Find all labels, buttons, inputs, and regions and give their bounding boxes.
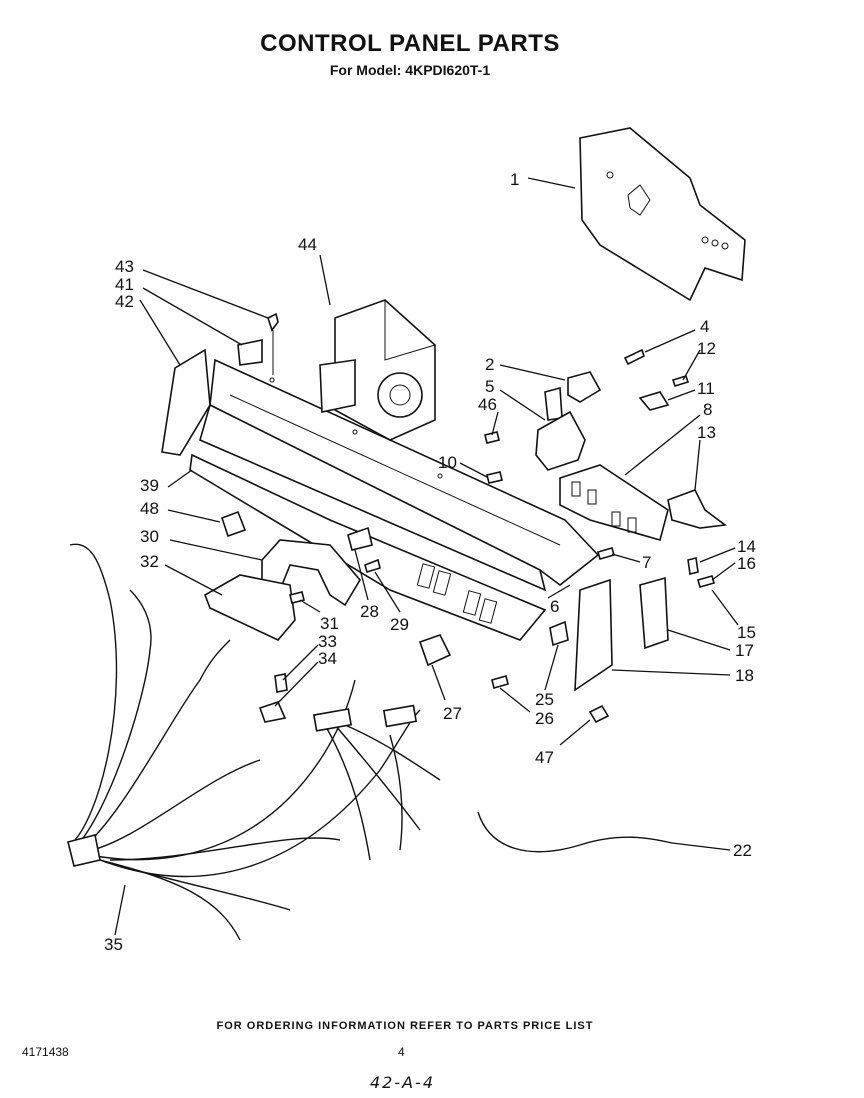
part-35-wiring-harness	[67, 543, 441, 941]
part-4-pin	[623, 348, 645, 366]
callout-14: 14	[737, 537, 756, 556]
callout-39: 39	[140, 476, 159, 495]
callout-29: 29	[390, 615, 409, 634]
callout-35: 35	[104, 935, 123, 954]
part-16-screw	[697, 575, 715, 588]
callout-28: 28	[360, 602, 379, 621]
part-41-bracket	[237, 339, 263, 366]
part-18-right-end-cap	[574, 578, 613, 692]
callout-12: 12	[697, 339, 716, 358]
callout-16: 16	[737, 554, 756, 573]
callout-47: 47	[535, 748, 554, 767]
page-number: 4	[398, 1045, 405, 1059]
callout-25: 25	[535, 690, 554, 709]
part-13-switch	[667, 489, 728, 529]
console-panel	[189, 358, 600, 641]
callout-42: 42	[115, 292, 134, 311]
part-10-screw	[486, 471, 503, 484]
callout-48: 48	[140, 499, 159, 518]
part-17-bracket	[639, 576, 669, 650]
part-48-knob	[220, 510, 247, 538]
document-number: 4171438	[22, 1045, 69, 1059]
part-29-screw	[364, 558, 381, 574]
part-32-lens	[204, 574, 296, 641]
callout-26: 26	[535, 709, 554, 728]
part-22-jumper-wire	[477, 811, 673, 853]
part-2-switch	[567, 371, 602, 403]
ordering-notice: FOR ORDERING INFORMATION REFER TO PARTS …	[216, 1020, 594, 1032]
callout-11: 11	[697, 379, 715, 398]
part-33-screw	[274, 673, 288, 693]
part-5-knob-body	[535, 410, 586, 471]
handwritten-note: 42-A-4	[370, 1073, 436, 1092]
part-27-button	[418, 634, 452, 667]
part-14-screw	[687, 557, 699, 575]
part-7-screw	[597, 547, 615, 560]
callout-17: 17	[735, 641, 754, 660]
callout-34: 34	[318, 649, 337, 668]
callout-33: 33	[318, 632, 337, 651]
part-25-clip	[549, 620, 569, 647]
callout-8: 8	[703, 400, 712, 419]
callout-46: 46	[478, 395, 497, 414]
leader-lines	[114, 177, 739, 936]
callout-13: 13	[697, 423, 716, 442]
callout-6: 6	[550, 597, 559, 616]
callout-31: 31	[320, 614, 339, 633]
callout-44: 44	[298, 235, 317, 254]
callout-32: 32	[140, 552, 159, 571]
callout-18: 18	[735, 666, 754, 685]
part-12-screw	[671, 375, 690, 387]
part-5-knob	[544, 386, 563, 421]
callout-1: 1	[510, 170, 519, 189]
callout-30: 30	[140, 527, 159, 546]
part-34-clip	[258, 701, 287, 723]
part-8-switch-block	[559, 464, 669, 541]
callout-43: 43	[115, 257, 134, 276]
page-title: CONTROL PANEL PARTS	[260, 30, 560, 57]
callout-27: 27	[443, 704, 462, 723]
part-11-clip	[638, 391, 670, 411]
callout-10: 10	[438, 453, 457, 472]
callout-41: 41	[115, 275, 134, 294]
part-26-screw	[491, 675, 509, 689]
part-1-shield-plate	[579, 127, 746, 302]
model-subtitle: For Model: 4KPDI620T-1	[329, 62, 491, 78]
callout-4: 4	[700, 317, 709, 336]
part-28-clip	[347, 526, 373, 551]
part-47-clip	[588, 704, 610, 724]
callout-22: 22	[733, 841, 752, 860]
callout-labels: 1 2 4 5 6 7 8 10 11 12 13 14 15 16 17 18…	[104, 170, 756, 954]
part-44-timer	[319, 299, 436, 441]
callout-2: 2	[485, 355, 494, 374]
callout-5: 5	[485, 377, 494, 396]
part-42-left-end-cap	[161, 348, 211, 456]
callout-7: 7	[642, 553, 651, 572]
callout-15: 15	[737, 623, 756, 642]
part-43-screw	[267, 312, 279, 332]
